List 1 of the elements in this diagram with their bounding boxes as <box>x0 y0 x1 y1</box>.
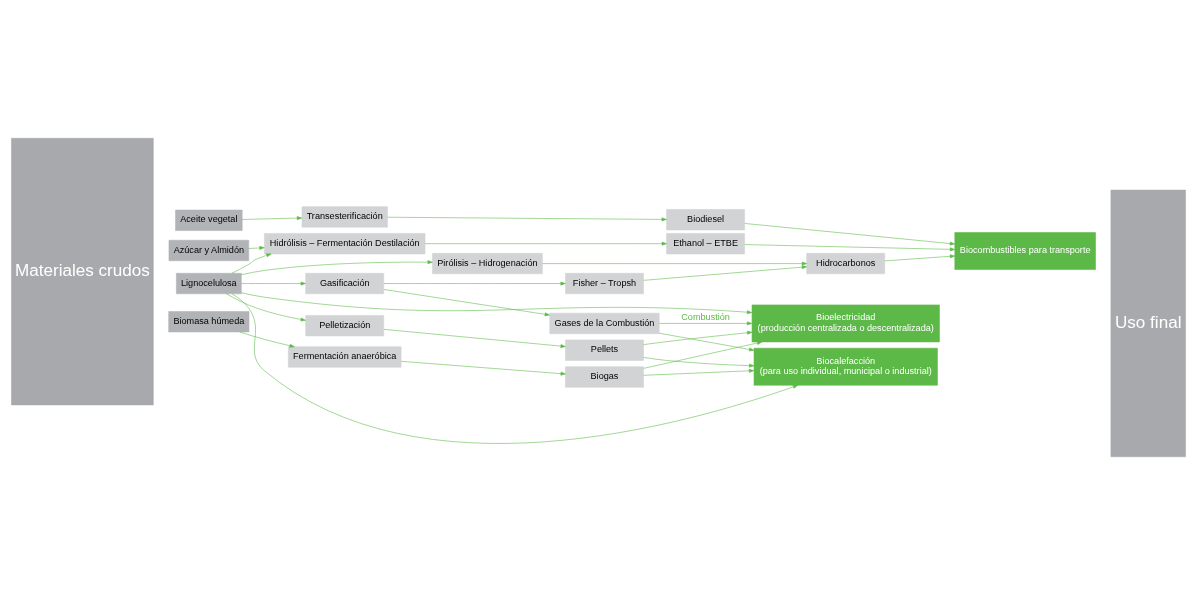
edge-label: Combustión <box>681 311 730 322</box>
